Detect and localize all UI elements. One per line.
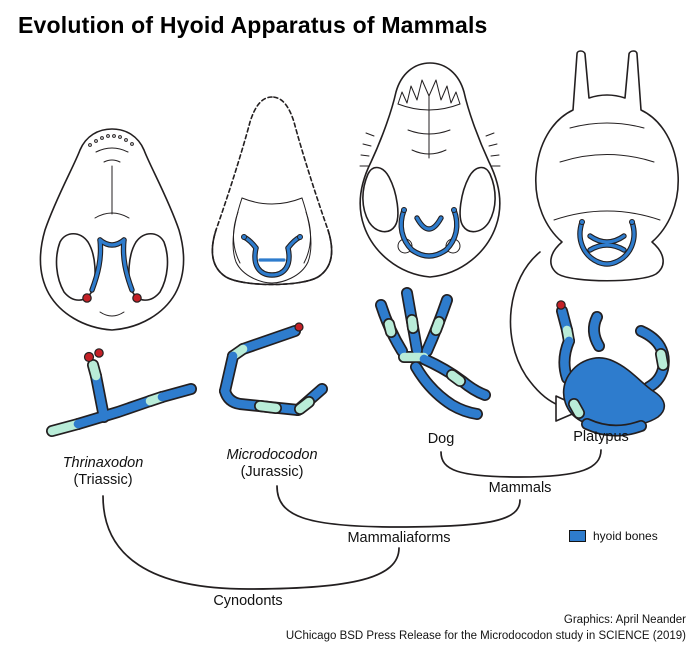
specimen-name: Platypus	[573, 429, 629, 445]
thrinaxodon-skull-hyoid	[82, 237, 142, 303]
microdocodon-hyoid-drawing	[219, 322, 328, 416]
clade-label-cynodonts: Cynodonts	[213, 593, 283, 609]
credits-line2: UChicago BSD Press Release for the Micro…	[285, 630, 686, 642]
dog-skull-hyoid	[398, 207, 460, 259]
credits-line1: Graphics: April Neander	[563, 614, 686, 626]
red-marker	[132, 293, 142, 303]
red-marker	[294, 322, 304, 332]
specimen-label-dog: Dog	[428, 431, 455, 448]
red-marker	[82, 293, 92, 303]
red-marker	[556, 300, 566, 310]
platypus-hyoid-drawing	[556, 300, 670, 437]
clade-brace-mammaliaforms	[276, 485, 521, 528]
platypus-hyoid-body	[562, 357, 666, 429]
microdocodon-skull-drawing	[211, 96, 333, 286]
platypus-skull-drawing	[535, 50, 679, 282]
specimen-name: Dog	[427, 431, 455, 447]
dog-hyoid-drawing	[375, 287, 491, 420]
clade-label-mammaliaforms: Mammaliaforms	[347, 530, 451, 546]
clade-brace-cynodonts	[102, 495, 400, 590]
specimen-period: (Jurassic)	[240, 464, 304, 480]
platypus-skull-hyoid	[577, 219, 637, 267]
legend-label: hyoid bones	[593, 529, 658, 543]
diagram-title: Evolution of Hyoid Apparatus of Mammals	[18, 12, 488, 38]
specimen-name: Microdocodon	[226, 447, 318, 463]
clade-label-mammals: Mammals	[488, 480, 552, 496]
thrinaxodon-hyoid-drawing	[46, 348, 197, 437]
clade-brace-mammals	[440, 449, 602, 478]
red-marker	[83, 351, 95, 363]
credits: Graphics: April Neander UChicago BSD Pre…	[286, 612, 686, 644]
red-marker	[94, 348, 104, 358]
specimen-label-thrinaxodon: Thrinaxodon (Triassic)	[63, 455, 144, 489]
legend: hyoid bones	[569, 529, 658, 543]
dog-skull-drawing	[359, 62, 501, 278]
hyoid-bones-swatch	[569, 530, 586, 542]
specimen-label-platypus: Platypus	[573, 429, 629, 446]
thrinaxodon-skull-drawing	[39, 128, 185, 331]
specimen-name: Thrinaxodon	[62, 455, 144, 471]
thrinaxodon-teeth-dots	[88, 134, 134, 147]
specimen-period: (Triassic)	[73, 472, 133, 488]
microdocodon-skull-hyoid	[241, 234, 303, 278]
specimen-label-microdocodon: Microdocodon (Jurassic)	[226, 447, 317, 481]
